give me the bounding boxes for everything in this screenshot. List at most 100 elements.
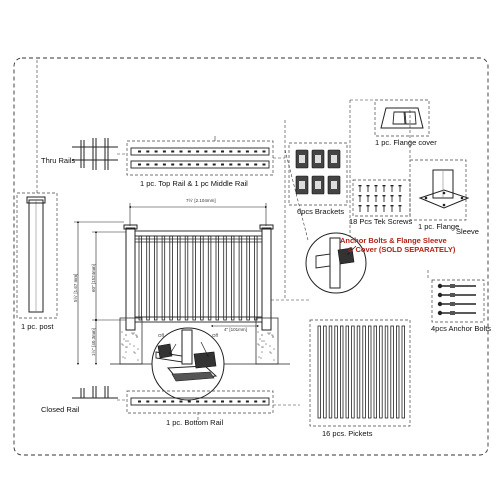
notice-line-2: & Cover (SOLD SEPARATELY)	[348, 245, 456, 255]
gravel-dot	[261, 340, 263, 342]
outer-dashed-frame	[13, 57, 489, 456]
screw-head	[358, 205, 362, 207]
rail-hole	[254, 163, 258, 166]
rail-hole	[146, 150, 150, 153]
notice-line-1: Anchor Bolts & Flange Sleeve	[340, 236, 447, 245]
screw-head	[382, 185, 386, 187]
picket-height-dimension: 60" [1524mm]	[91, 264, 96, 292]
rail-hole	[196, 150, 200, 153]
gravel-dot	[261, 351, 263, 353]
gravel-dot	[127, 340, 129, 342]
loose-picket	[356, 325, 361, 419]
bolt-nut	[450, 284, 455, 288]
gravel-dot	[125, 334, 127, 336]
bracket-slot	[331, 181, 337, 189]
rail-hole	[245, 400, 249, 403]
bottom-rail-drawing	[126, 390, 274, 414]
top-middle-rail-label: 1 pc. Top Rail & 1 pc Middle Rail	[140, 179, 248, 188]
gravel-dot	[258, 344, 260, 346]
rail-hole	[221, 163, 224, 166]
rail-hole	[221, 400, 224, 403]
gravel-dot	[257, 331, 259, 333]
gravel-dot	[271, 334, 273, 336]
rail-hole	[204, 163, 208, 166]
screw-head	[358, 195, 362, 197]
brackets-label: 6pcs Brackets	[297, 207, 345, 216]
rail-hole	[262, 150, 266, 153]
screw-head	[382, 195, 386, 197]
panel-picket	[192, 235, 196, 321]
closed-rail-icon	[72, 386, 118, 399]
loose-picket	[317, 325, 321, 419]
rail-hole	[179, 150, 183, 153]
loose-picket	[339, 325, 344, 419]
gravel-dot	[259, 338, 261, 340]
gravel-dot	[136, 336, 138, 338]
loose-picket	[401, 325, 405, 419]
loose-picket	[373, 325, 377, 419]
screw-head	[358, 185, 362, 187]
bottom-gap-dimension: 1½" [40.3mm]	[91, 328, 96, 356]
flange-cover-label: 1 pc. Flange cover	[375, 138, 437, 147]
rail-hole	[154, 400, 158, 403]
panel-picket	[153, 235, 158, 321]
post-label: 1 pc. post	[21, 322, 54, 331]
screw-head	[390, 185, 394, 187]
gravel-dot	[258, 356, 260, 358]
gravel-dot	[131, 332, 133, 334]
panel-picket	[223, 235, 227, 321]
screw-head	[366, 205, 370, 207]
panel-picket	[146, 235, 150, 321]
panel-picket	[184, 235, 189, 321]
screw-head	[390, 205, 394, 207]
loose-picket	[379, 325, 383, 419]
sleeve-label: Sleeve	[456, 227, 479, 236]
gravel-dot	[121, 343, 123, 345]
total-height-dimension: 5½' [1.67 mm]	[73, 273, 78, 302]
rail-hole	[262, 163, 266, 166]
sold-separately-notice: Anchor Bolts & Flange Sleeve & Cover (SO…	[340, 236, 455, 255]
panel-dimensions	[74, 203, 268, 366]
panel-picket	[246, 235, 250, 321]
panel-picket	[207, 235, 212, 321]
rail-hole	[254, 400, 258, 403]
flange-detail-circle	[305, 232, 367, 294]
gravel-dot	[269, 351, 271, 353]
rail-hole	[171, 150, 175, 153]
bolt-head	[437, 301, 443, 307]
gravel-dot	[270, 352, 272, 354]
panel-picket	[138, 235, 142, 321]
rail-hole	[204, 150, 208, 153]
rail-hole	[179, 400, 183, 403]
screw-head	[374, 205, 378, 207]
gravel-dot	[133, 332, 135, 334]
rail-hole	[162, 163, 166, 166]
screw-head	[398, 205, 402, 207]
gravel-dot	[125, 340, 127, 342]
rail-hole	[187, 150, 191, 153]
rail-hole	[204, 400, 208, 403]
gravel-dot	[122, 344, 124, 346]
gravel-dot	[269, 332, 271, 334]
rail-hole	[262, 400, 266, 403]
flange-cover-drawing	[374, 99, 430, 137]
panel-picket	[177, 235, 181, 321]
gravel-dot	[124, 357, 126, 359]
gravel-dot	[273, 359, 275, 361]
rail-hole	[237, 400, 241, 403]
gravel-dot	[134, 352, 136, 354]
bolt-nut	[450, 293, 455, 297]
rail-hole	[229, 163, 233, 166]
screw-head	[398, 195, 402, 197]
rail-hole	[138, 150, 141, 153]
gravel-dot	[129, 343, 131, 345]
loose-picket	[323, 325, 327, 419]
rail-hole	[196, 163, 200, 166]
panel-picket	[161, 235, 166, 321]
gravel-dot	[261, 334, 263, 336]
bracket-slot	[331, 155, 337, 163]
width-dimension: 7½' [2.104mm]	[186, 198, 216, 203]
gravel-dot	[262, 346, 264, 348]
bracket-detail-circle	[151, 327, 225, 401]
